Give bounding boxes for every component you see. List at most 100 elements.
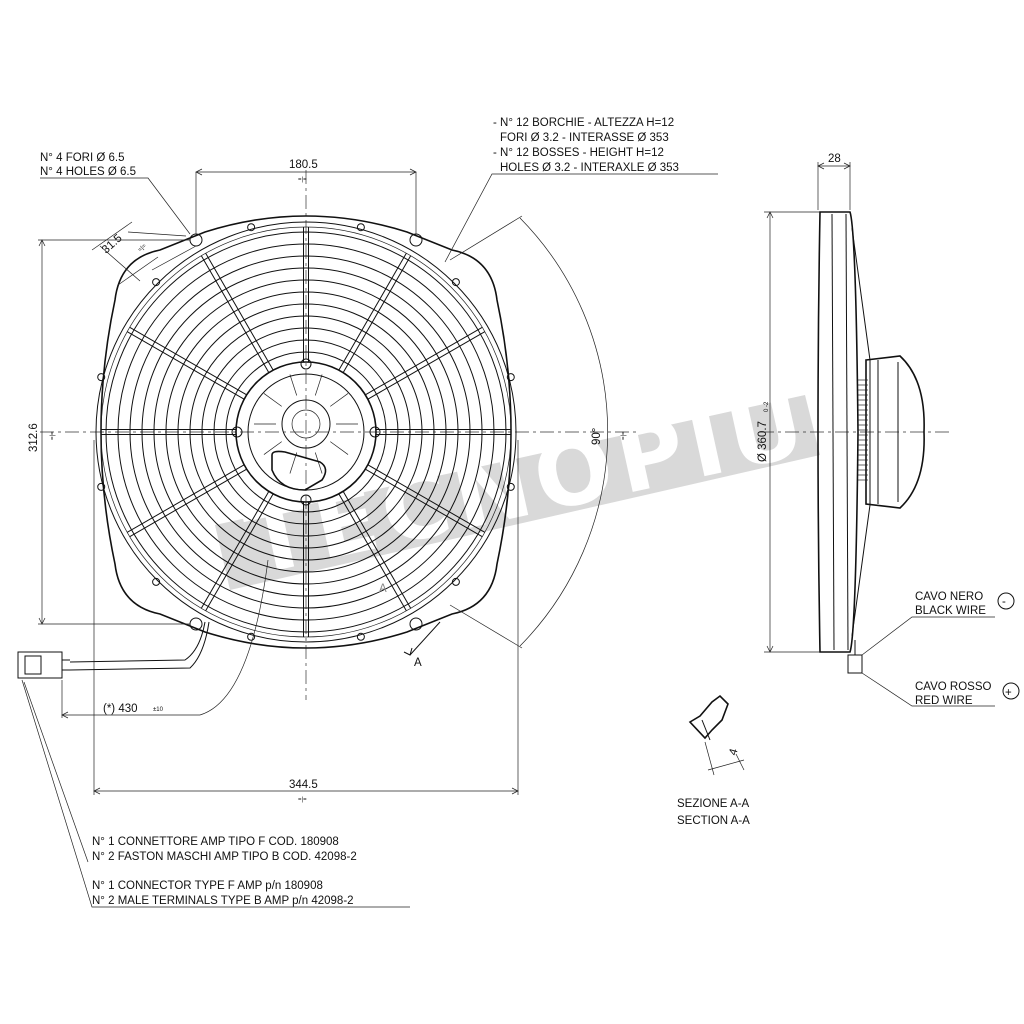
dim-360-7-tolerance: 0 -2 — [764, 401, 770, 412]
grill-spokes — [101, 227, 511, 637]
grill-ring — [213, 339, 399, 525]
grill-spoke — [338, 493, 407, 612]
section-label-en: SECTION A-A — [677, 815, 750, 827]
grill-ring — [153, 279, 459, 585]
grill-spoke — [365, 326, 483, 396]
section-marker: A — [414, 657, 422, 669]
hub-fin — [263, 393, 282, 407]
red-wire-polarity: + — [1005, 687, 1012, 699]
section-profile — [688, 694, 729, 740]
note-bosses-2: FORI Ø 3.2 - INTERASSE Ø 353 — [500, 132, 669, 144]
dim-28: 28 — [828, 153, 841, 165]
grill-spoke — [205, 493, 274, 612]
boss — [356, 223, 365, 232]
grill-ring — [225, 351, 387, 513]
dim-430: (*) 430 — [103, 703, 138, 715]
boss — [152, 577, 161, 586]
note-bosses-4: HOLES Ø 3.2 - INTERAXLE Ø 353 — [500, 162, 679, 174]
connector-plug — [17, 651, 70, 679]
boss — [506, 482, 515, 491]
grill-rings — [105, 231, 507, 633]
note-holes-it: N° 4 FORI Ø 6.5 — [40, 152, 124, 164]
boss — [506, 373, 515, 382]
grill-spoke — [126, 331, 245, 400]
red-wire-it: CAVO ROSSO — [915, 681, 992, 693]
fan-front-view: A A — [17, 170, 640, 700]
grill-ring — [105, 231, 507, 633]
hub-fin — [314, 374, 323, 396]
connector-housing — [271, 450, 327, 491]
hub-fin — [314, 452, 323, 474]
section-a-a: 4 SEZIONE A-A SECTION A-A — [677, 694, 750, 827]
notes: N° 4 FORI Ø 6.5 N° 4 HOLES Ø 6.5 - N° 12… — [21, 117, 718, 908]
cable — [69, 621, 206, 663]
grill-spoke — [342, 255, 412, 373]
hub-fin — [263, 441, 282, 455]
side-connector — [847, 654, 863, 674]
grill-spoke — [126, 464, 245, 533]
hub-fin — [330, 441, 349, 455]
boss — [451, 577, 460, 586]
shroud-rim — [100, 226, 512, 638]
motor-hub — [231, 358, 381, 506]
dim-31-5: 31.5 — [100, 232, 125, 256]
mounting-hole-bottom-right — [409, 617, 423, 631]
grill-ring — [165, 291, 447, 573]
section-label-it: SEZIONE A-A — [677, 798, 750, 810]
side-ribs — [858, 379, 868, 481]
symmetry-mark-top: =|= — [298, 177, 307, 183]
hub-fin — [330, 393, 349, 407]
hub-fin — [289, 452, 298, 474]
grill-ring — [117, 243, 495, 621]
black-wire-polarity: - — [1002, 596, 1006, 608]
boss — [97, 482, 106, 491]
boss — [247, 632, 256, 641]
symmetry-mark-left: =|= — [50, 431, 56, 440]
bosses — [97, 223, 515, 641]
red-wire-en: RED WIRE — [915, 695, 973, 707]
grill-spoke — [129, 468, 247, 538]
dimensions-front: 180.5 =|= 312.6 =|= 344.5 =|= (*) 430 ±1… — [28, 159, 627, 803]
grill-spoke — [200, 491, 270, 609]
fan-side-view: 28 Ø 360.7 0 -2 CAVO NERO BLACK WIRE - C… — [757, 153, 1020, 707]
note-bosses-3: - N° 12 BOSSES - HEIGHT H=12 — [493, 147, 664, 159]
section-marker-faint: A — [379, 583, 387, 595]
grill-ring — [189, 315, 423, 549]
boss — [451, 278, 460, 287]
grill-ring — [177, 303, 435, 561]
shroud-inner-ring — [95, 221, 517, 643]
hub-fin — [289, 374, 298, 396]
note-connector-it-2: N° 2 FASTON MASCHI AMP TIPO B COD. 42098… — [92, 851, 357, 863]
grill-spoke — [129, 326, 247, 396]
grill-spoke — [205, 252, 274, 371]
dim-312-6: 312.6 — [28, 423, 40, 452]
dim-180-5: 180.5 — [289, 159, 318, 171]
boss — [97, 373, 106, 382]
note-connector-it-1: N° 1 CONNETTORE AMP TIPO F COD. 180908 — [92, 836, 339, 848]
dim-430-tolerance: ±10 — [153, 707, 164, 713]
note-connector-en-1: N° 1 CONNECTOR TYPE F AMP p/n 180908 — [92, 880, 323, 892]
grill-ring — [141, 267, 471, 597]
watermark-text: TECNOPIU' — [237, 362, 853, 597]
section-dim-4: 4 — [727, 747, 740, 757]
grill-ring — [129, 255, 483, 609]
grill-spoke — [367, 464, 486, 533]
boss — [247, 223, 256, 232]
boss — [356, 632, 365, 641]
note-connector-en-2: N° 2 MALE TERMINALS TYPE B AMP p/n 42098… — [92, 895, 354, 907]
symmetry-mark-bottom: =|= — [298, 797, 307, 803]
grill-spoke — [200, 255, 270, 373]
grill-spoke — [367, 331, 486, 400]
grill-spoke — [338, 252, 407, 371]
svg-text:=|=: =|= — [621, 431, 627, 440]
side-motor — [865, 355, 925, 509]
shroud-outline — [100, 215, 512, 649]
watermark: TECNOPIU' — [215, 362, 853, 597]
grill-ring — [201, 327, 411, 537]
svg-text:=|=: =|= — [137, 243, 148, 254]
dim-344-5: 344.5 — [289, 779, 318, 791]
note-holes-en: N° 4 HOLES Ø 6.5 — [40, 166, 136, 178]
black-wire-en: BLACK WIRE — [915, 605, 986, 617]
grill-spoke — [365, 468, 483, 538]
